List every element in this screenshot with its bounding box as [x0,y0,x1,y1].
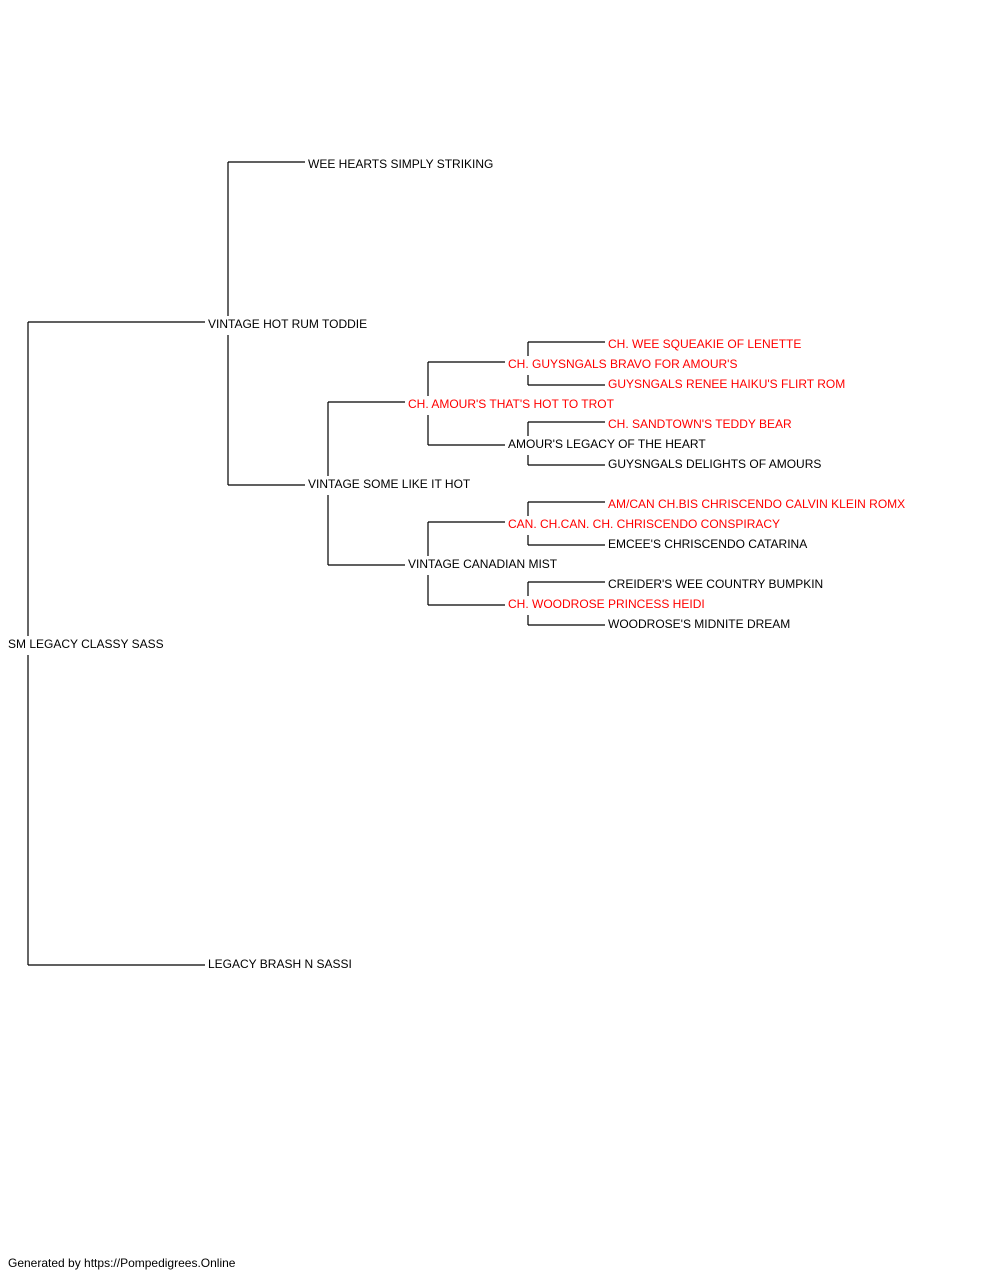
pedigree-name-sdsd-dam: GUYSNGALS DELIGHTS OF AMOURS [608,457,821,471]
pedigree-name-sdds-dam: EMCEE'S CHRISCENDO CATARINA [608,537,807,551]
pedigree-name-sdss-dam: GUYSNGALS RENEE HAIKU'S FLIRT ROM [608,377,845,391]
pedigree-name-sire-dam: VINTAGE SOME LIKE IT HOT [308,477,471,491]
pedigree-name-sdds-sire: AM/CAN CH.BIS CHRISCENDO CALVIN KLEIN RO… [608,497,905,511]
connector-lines [27,161,605,966]
pedigree-name-sdsd-sire: CH. SANDTOWN'S TEDDY BEAR [608,417,792,431]
pedigree-name-sdss-sire: CH. WEE SQUEAKIE OF LENETTE [608,337,801,351]
pedigree-name-sds-dam: AMOUR'S LEGACY OF THE HEART [508,437,706,451]
pedigree-name-sire: VINTAGE HOT RUM TODDIE [208,317,367,331]
pedigree-name-sds-sire: CH. GUYSNGALS BRAVO FOR AMOUR'S [508,357,737,371]
pedigree-name-dam: LEGACY BRASH N SASSI [208,957,352,971]
pedigree-name-subject: SM LEGACY CLASSY SASS [8,637,164,651]
pedigree-name-sdd-sire: CAN. CH.CAN. CH. CHRISCENDO CONSPIRACY [508,517,780,531]
pedigree-name-sd-dam: VINTAGE CANADIAN MIST [408,557,558,571]
pedigree-name-sire-sire: WEE HEARTS SIMPLY STRIKING [308,157,493,171]
pedigree-name-sd-sire: CH. AMOUR'S THAT'S HOT TO TROT [408,397,615,411]
pedigree-name-sddd-sire: CREIDER'S WEE COUNTRY BUMPKIN [608,577,823,591]
name-labels: SM LEGACY CLASSY SASS VINTAGE HOT RUM TOD… [8,157,905,971]
footer-credit: Generated by https://Pompedigrees.Online [8,1256,236,1270]
pedigree-name-sddd-dam: WOODROSE'S MIDNITE DREAM [608,617,790,631]
pedigree-name-sdd-dam: CH. WOODROSE PRINCESS HEIDI [508,597,705,611]
